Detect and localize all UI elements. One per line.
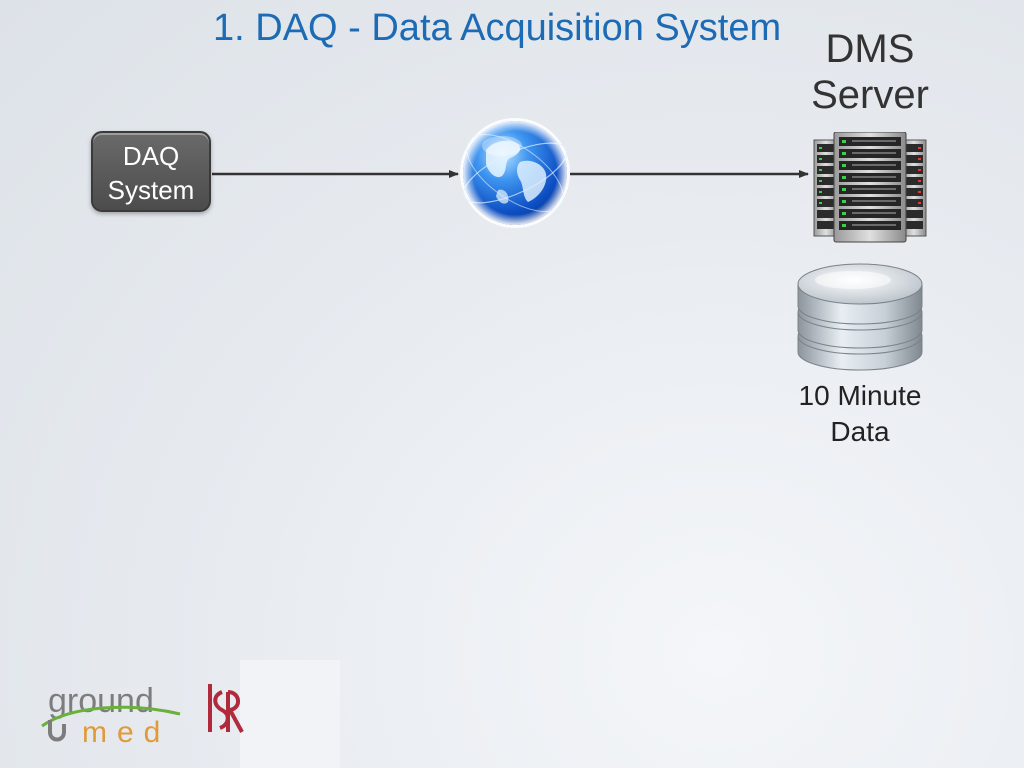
server-label-line-1: DMS	[825, 27, 915, 71]
isr-logo	[208, 684, 244, 733]
daq-label-line-2: System	[107, 175, 195, 205]
globe-icon	[460, 118, 570, 228]
daq-system-node: DAQ System	[91, 131, 211, 212]
daq-label-line-1: DAQ	[122, 141, 180, 171]
database-label: 10 Minute Data	[780, 378, 940, 450]
database-label-line-2: Data	[830, 416, 890, 447]
server-label: DMS Server	[800, 26, 940, 118]
server-label-line-2: Server	[811, 73, 929, 117]
logo-backdrop	[240, 660, 340, 768]
database-label-line-1: 10 Minute	[798, 380, 922, 411]
groundmed-logo-bottom-text: med	[82, 716, 170, 746]
groundmed-logo: ground med	[41, 682, 181, 746]
slide-title: 1. DAQ - Data Acquisition System	[213, 7, 782, 49]
database-icon	[797, 263, 923, 371]
server-rack-icon	[813, 132, 927, 243]
